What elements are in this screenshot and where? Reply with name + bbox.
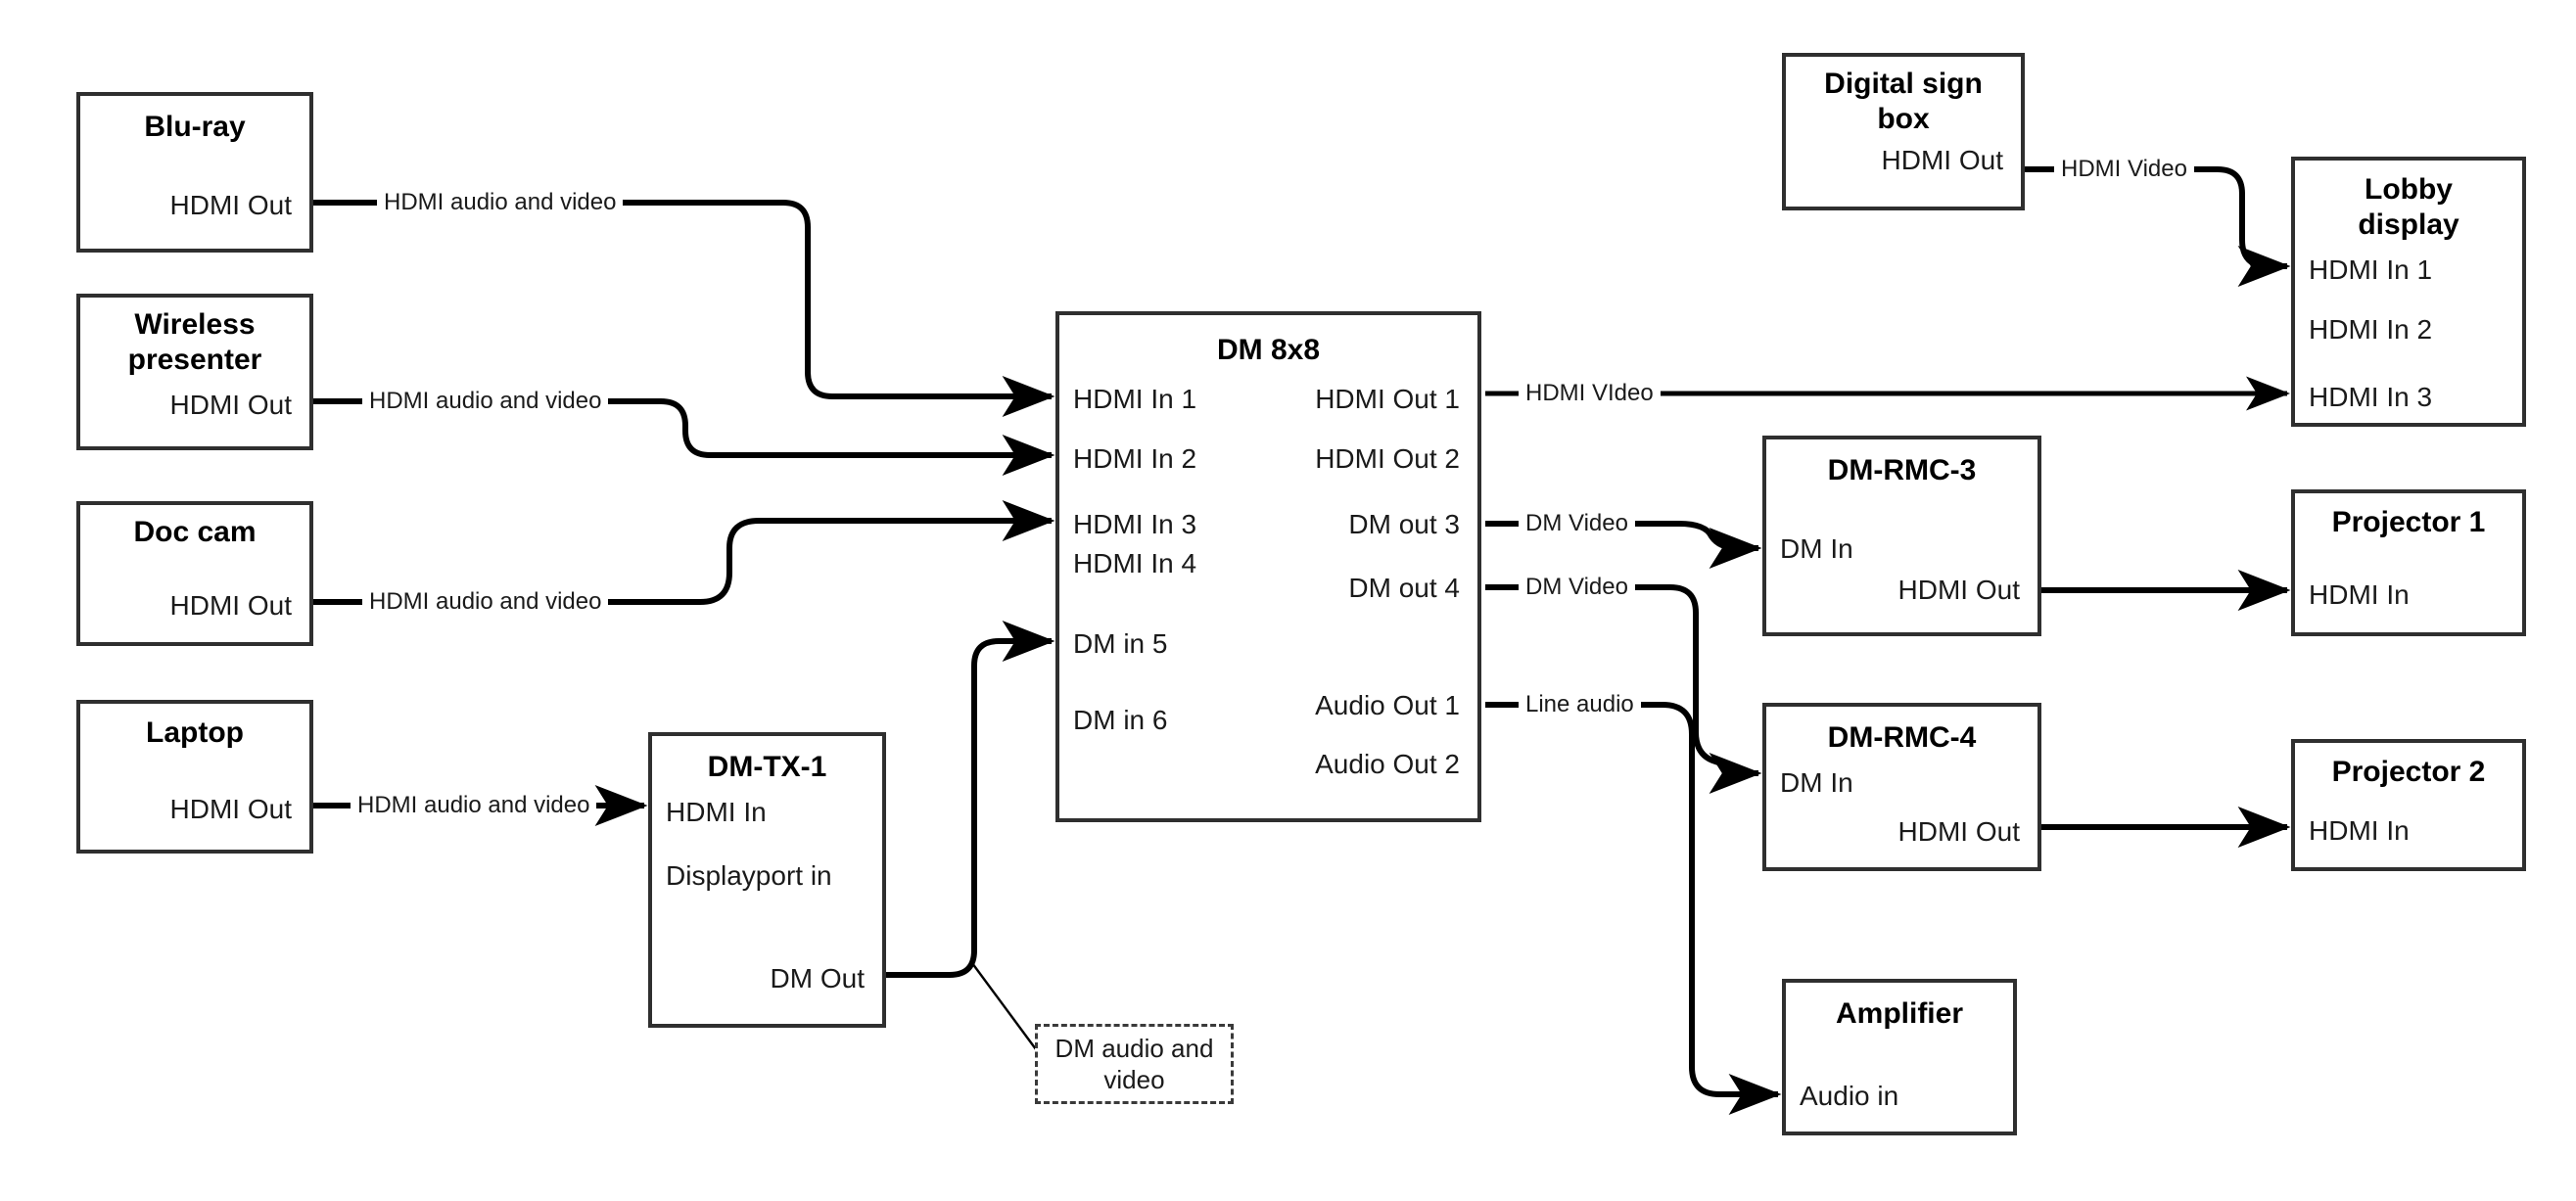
port-dm-8x8-audio-out-1: Audio Out 1 — [1315, 690, 1460, 720]
node-title-lobby-display-line1: Lobby — [2365, 173, 2453, 206]
node-dm-rmc-4[interactable]: DM-RMC-4 DM In HDMI Out — [1762, 703, 2041, 871]
node-title-dm-rmc-4: DM-RMC-4 — [1827, 721, 1977, 754]
port-dm-8x8-hdmi-in-4: HDMI In 4 — [1073, 548, 1197, 578]
edge-label-dmout4-to-dmrmc4: DM Video — [1519, 574, 1635, 601]
node-title-digital-sign-box-line1: Digital sign — [1824, 68, 1983, 100]
port-dm-rmc-3-dm-in: DM In — [1780, 533, 1853, 564]
node-laptop[interactable]: Laptop HDMI Out — [76, 700, 313, 854]
node-title-laptop: Laptop — [146, 716, 244, 749]
edge-label-audioout1-to-amplifier: Line audio — [1519, 691, 1641, 718]
port-dm-tx-1-dm-out: DM Out — [770, 963, 865, 993]
leader-line-dm-audio-video-callout — [971, 962, 1037, 1050]
node-title-wireless-presenter-line2: presenter — [127, 344, 262, 376]
port-lobby-display-hdmi-in-2: HDMI In 2 — [2309, 314, 2433, 345]
port-dm-8x8-hdmi-in-1: HDMI In 1 — [1073, 384, 1197, 414]
port-lobby-display-hdmi-in-1: HDMI In 1 — [2309, 254, 2433, 285]
port-doc-cam-hdmi-out: HDMI Out — [169, 590, 292, 621]
port-digital-sign-box-hdmi-out: HDMI Out — [1881, 145, 2003, 175]
node-dm-8x8[interactable]: DM 8x8 HDMI In 1 HDMI In 2 HDMI In 3 HDM… — [1055, 311, 1481, 822]
node-dm-tx-1[interactable]: DM-TX-1 HDMI In Displayport in DM Out — [648, 732, 886, 1028]
edge-label-hdmiout1-to-lobbydisplay: HDMI VIdeo — [1519, 380, 1661, 407]
port-laptop-hdmi-out: HDMI Out — [169, 794, 292, 824]
node-title-digital-sign-box-line2: box — [1877, 103, 1930, 135]
wire-signbox-to-lobbydisplay — [2025, 166, 2291, 287]
node-title-amplifier: Amplifier — [1835, 997, 1964, 1030]
node-projector-1[interactable]: Projector 1 HDMI In — [2291, 489, 2526, 636]
port-amplifier-audio-in: Audio in — [1800, 1081, 1899, 1111]
node-amplifier[interactable]: Amplifier Audio in — [1782, 979, 2017, 1135]
node-title-dm-8x8: DM 8x8 — [1216, 334, 1321, 366]
node-doc-cam[interactable]: Doc cam HDMI Out — [76, 501, 313, 646]
wire-dm8x8-audioout1-to-amplifier — [1485, 702, 1782, 1115]
port-dm-8x8-dm-out-4: DM out 4 — [1348, 573, 1460, 603]
port-dm-8x8-dm-in-6: DM in 6 — [1073, 705, 1168, 735]
port-dm-rmc-3-hdmi-out: HDMI Out — [1897, 575, 2020, 605]
node-title-lobby-display-line2: display — [2358, 208, 2459, 241]
port-dm-8x8-hdmi-out-1: HDMI Out 1 — [1315, 384, 1460, 414]
port-projector-2-hdmi-in: HDMI In — [2309, 815, 2410, 846]
node-blu-ray[interactable]: Blu-ray HDMI Out — [76, 92, 313, 253]
port-lobby-display-hdmi-in-3: HDMI In 3 — [2309, 382, 2433, 412]
port-dm-8x8-audio-out-2: Audio Out 2 — [1315, 749, 1460, 779]
port-wireless-presenter-hdmi-out: HDMI Out — [169, 390, 292, 420]
port-dm-8x8-hdmi-in-2: HDMI In 2 — [1073, 443, 1197, 474]
port-dm-tx-1-hdmi-in: HDMI In — [666, 797, 767, 827]
node-title-projector-2: Projector 2 — [2331, 756, 2486, 788]
node-title-dm-rmc-3: DM-RMC-3 — [1827, 454, 1977, 486]
wire-dm8x8-dmout4-to-dmrmc4 — [1485, 584, 1762, 794]
port-blu-ray-hdmi-out: HDMI Out — [169, 190, 292, 220]
edge-label-doccam-to-dm8x8: HDMI audio and video — [362, 588, 609, 616]
callout-line-2: video — [1103, 1065, 1165, 1094]
port-dm-rmc-4-dm-in: DM In — [1780, 767, 1853, 798]
edge-label-signbox-to-lobbydisplay: HDMI Video — [2054, 156, 2194, 183]
port-dm-8x8-dm-in-5: DM in 5 — [1073, 628, 1168, 659]
node-lobby-display[interactable]: Lobby display HDMI In 1 HDMI In 2 HDMI I… — [2291, 157, 2526, 427]
node-digital-sign-box[interactable]: Digital sign box HDMI Out — [1782, 53, 2025, 210]
edge-label-dmout3-to-dmrmc3: DM Video — [1519, 510, 1635, 537]
node-projector-2[interactable]: Projector 2 HDMI In — [2291, 739, 2526, 871]
port-dm-8x8-hdmi-out-2: HDMI Out 2 — [1315, 443, 1460, 474]
wire-dmtx1-to-dm8x8 — [886, 621, 1055, 978]
node-title-wireless-presenter-line1: Wireless — [134, 308, 256, 341]
node-wireless-presenter[interactable]: Wireless presenter HDMI Out — [76, 294, 313, 450]
port-dm-8x8-hdmi-in-3: HDMI In 3 — [1073, 509, 1197, 539]
callout-dm-audio-and-video: DM audio and video — [1035, 1024, 1234, 1104]
callout-line-1: DM audio and — [1054, 1034, 1214, 1063]
node-title-projector-1: Projector 1 — [2331, 506, 2486, 538]
port-dm-tx-1-displayport-in: Displayport in — [666, 860, 832, 891]
wire-bluray-to-dm8x8 — [313, 200, 1055, 417]
port-dm-rmc-4-hdmi-out: HDMI Out — [1897, 816, 2020, 847]
edge-label-laptop-to-dmtx1: HDMI audio and video — [351, 792, 597, 819]
edge-label-bluray-to-dm8x8: HDMI audio and video — [377, 189, 624, 216]
node-title-dm-tx-1: DM-TX-1 — [707, 751, 827, 783]
edge-label-wireless-to-dm8x8: HDMI audio and video — [362, 388, 609, 415]
port-dm-8x8-dm-out-3: DM out 3 — [1348, 509, 1460, 539]
node-dm-rmc-3[interactable]: DM-RMC-3 DM In HDMI Out — [1762, 436, 2041, 636]
node-title-blu-ray: Blu-ray — [144, 111, 246, 143]
port-projector-1-hdmi-in: HDMI In — [2309, 579, 2410, 610]
node-title-doc-cam: Doc cam — [133, 516, 257, 548]
